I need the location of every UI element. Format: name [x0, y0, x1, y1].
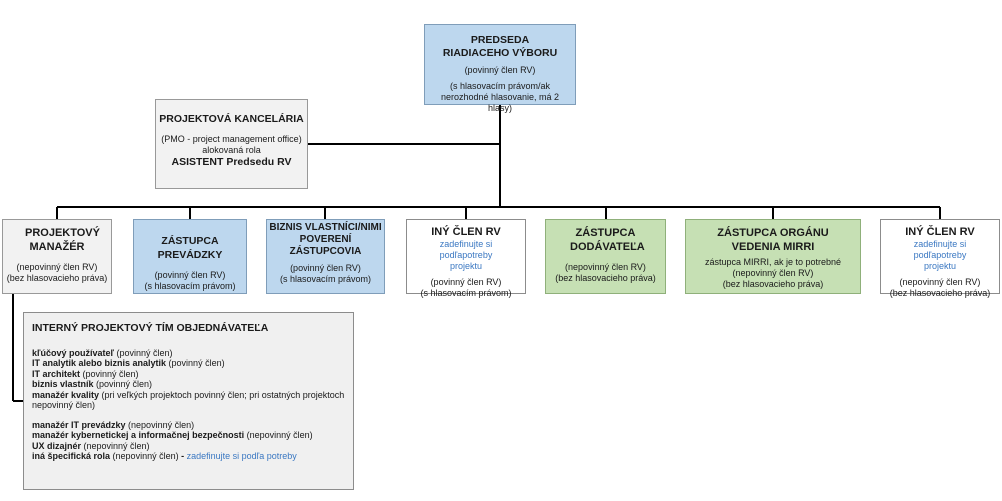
team-role-row: biznis vlastník (povinný člen)	[32, 379, 345, 390]
chair-line2: (s hlasovacím právom/ak nerozhodné hlaso…	[440, 81, 560, 113]
member-line1: (nepovinný člen RV)	[899, 277, 981, 287]
pmo-line2: alokovaná rola	[202, 145, 261, 155]
member-title: BIZNIS VLASTNÍCI/NIMI POVERENÍ ZÁSTUPCOV…	[269, 222, 382, 257]
chair-line1: (povinný člen RV)	[464, 65, 536, 75]
team-role-row: manažér kvality (pri veľkých projektoch …	[32, 390, 345, 411]
member-line1: (nepovinný člen RV)	[732, 268, 814, 278]
member-line2: (s hlasovacím právom)	[144, 281, 236, 291]
member-supplier-rep: ZÁSTUPCA DODÁVATEĽA (nepovinný člen RV) …	[545, 219, 666, 294]
team-role: manažér kybernetickej a informačnej bezp…	[32, 430, 245, 440]
member-title: ZÁSTUPCA ORGÁNU VEDENIA MIRRI	[717, 227, 829, 253]
member-note: zadefinujte si podľapotreby projektu	[439, 239, 493, 271]
team-role-status: (nepovinný člen)	[81, 440, 150, 451]
member-line2: (bez hlasovacieho práva)	[889, 288, 991, 298]
member-title: PROJEKTOVÝ MANAŽÉR	[25, 227, 100, 253]
member-title: ZÁSTUPCA PREVÁDZKY	[157, 235, 223, 261]
member-mirri-rep: ZÁSTUPCA ORGÁNU VEDENIA MIRRI zástupca M…	[685, 219, 861, 294]
team-role-row: kľúčový používateľ (povinný člen)	[32, 348, 345, 359]
pmo-title: PROJEKTOVÁ KANCELÁRIA	[159, 113, 304, 125]
team-role-row: iná špecifická rola (nepovinný člen) - z…	[32, 451, 345, 462]
member-note: zástupca MIRRI, ak je to potrebné	[704, 257, 842, 267]
team-role-note: zadefinujte si podľa potreby	[186, 451, 297, 461]
team-role: UX dizajnér	[32, 440, 82, 451]
member-title: ZÁSTUPCA DODÁVATEĽA	[570, 227, 645, 253]
team-role-row: manažér kybernetickej a informačnej bezp…	[32, 430, 345, 441]
member-line1: (povinný člen RV)	[430, 277, 502, 287]
member-line1: (nepovinný člen RV)	[16, 262, 98, 272]
team-role: IT analytik alebo biznis analytik	[32, 358, 167, 368]
member-line2: (bez hlasovacieho práva)	[6, 273, 108, 283]
pmo-line3: ASISTENT Predsedu RV	[171, 156, 292, 168]
member-title: INÝ ČLEN RV	[431, 226, 501, 238]
team-role: biznis vlastník	[32, 379, 94, 389]
member-line2: (bez hlasovacieho práva)	[555, 273, 656, 283]
team-role: manažér kvality	[32, 389, 100, 400]
member-line1: (nepovinný člen RV)	[565, 262, 646, 272]
member-project-manager: PROJEKTOVÝ MANAŽÉR (nepovinný člen RV) (…	[2, 219, 112, 294]
team-role-status: (povinný člen)	[80, 368, 139, 379]
member-line1: (povinný člen RV)	[290, 263, 361, 273]
team-role-dash: -	[181, 451, 187, 461]
team-role: iná špecifická rola	[32, 451, 111, 461]
member-title: INÝ ČLEN RV	[905, 226, 975, 238]
team-role-row: UX dizajnér (nepovinný člen)	[32, 441, 345, 452]
chair-box: PREDSEDA RIADIACEHO VÝBORU (povinný člen…	[424, 24, 576, 113]
chair-title: PREDSEDA RIADIACEHO VÝBORU	[442, 34, 558, 59]
team-role-row: IT analytik alebo biznis analytik (povin…	[32, 358, 345, 369]
member-note: zadefinujte si podľapotreby projektu	[913, 239, 967, 271]
team-role-status: (povinný člen)	[93, 379, 153, 389]
member-line1: (povinný člen RV)	[154, 270, 226, 280]
team-role-status: (nepovinný člen)	[244, 430, 313, 440]
member-line2: (s hlasovacím právom)	[279, 274, 372, 284]
pmo-box: PROJEKTOVÁ KANCELÁRIA (PMO - project man…	[155, 99, 308, 189]
team-role-row: manažér IT prevádzky (nepovinný člen)	[32, 420, 345, 431]
member-other-nonvoting: INÝ ČLEN RV zadefinujte si podľapotreby …	[880, 219, 1000, 298]
team-role-status: (nepovinný člen)	[125, 419, 195, 430]
team-role-status: (nepovinný člen)	[110, 451, 182, 461]
team-role-status: (povinný člen)	[113, 347, 173, 358]
team-role: manažér IT prevádzky	[32, 419, 126, 430]
team-role-status: (pri veľkých projektoch povinný člen; pr…	[32, 389, 345, 411]
member-line2: (s hlasovacím právom)	[420, 288, 512, 298]
team-title: INTERNÝ PROJEKTOVÝ TÍM OBJEDNÁVATEĽA	[32, 322, 269, 334]
internal-team-box: INTERNÝ PROJEKTOVÝ TÍM OBJEDNÁVATEĽA kľú…	[23, 312, 354, 490]
member-business-owners: BIZNIS VLASTNÍCI/NIMI POVERENÍ ZÁSTUPCOV…	[266, 219, 385, 294]
pmo-line1: (PMO - project management office)	[161, 134, 302, 144]
member-line2: (bez hlasovacieho práva)	[722, 279, 824, 289]
team-role-row: IT architekt (povinný člen)	[32, 369, 345, 380]
member-operations-rep: ZÁSTUPCA PREVÁDZKY (povinný člen RV) (s …	[133, 219, 247, 294]
team-role-status: (povinný člen)	[166, 358, 225, 368]
team-role: kľúčový používateľ	[32, 347, 114, 358]
team-role: IT architekt	[32, 368, 81, 379]
member-other-voting: INÝ ČLEN RV zadefinujte si podľapotreby …	[406, 219, 526, 298]
